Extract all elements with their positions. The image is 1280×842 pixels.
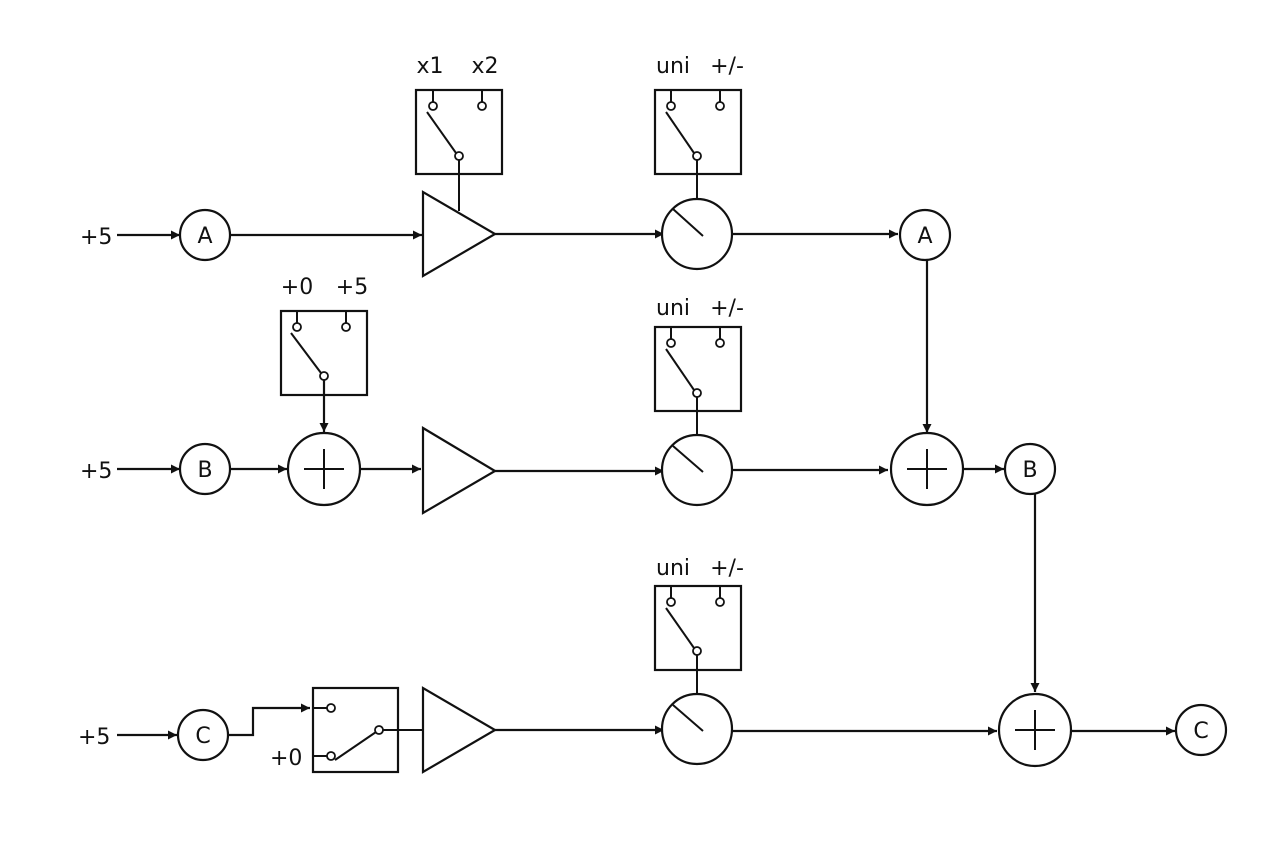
row-b-offset-left-label: +0 (281, 275, 313, 300)
row-b-polarity-left-label: uni (656, 296, 690, 321)
row-c-select-switch (311, 686, 423, 774)
row-c-node-out-label: C (1193, 719, 1208, 744)
row-b-offset-right-label: +5 (336, 275, 368, 300)
row-c-node-in: C (176, 708, 230, 762)
row-c-attenuator-knob (660, 692, 734, 766)
row-b-polarity-right-label: +/- (710, 296, 744, 321)
row-b-node-in: B (178, 442, 232, 496)
row-a-attenuator-knob (660, 197, 734, 271)
row-c-polarity-left-label: uni (656, 556, 690, 581)
row-c-node-in-label: C (195, 724, 210, 749)
row-a-node-in: A (178, 208, 232, 262)
row-a-input-label: +5 (80, 225, 112, 250)
row-b-input-label: +5 (80, 459, 112, 484)
row-a-node-out-label: A (917, 224, 932, 249)
row-c-polarity-right-label: +/- (710, 556, 744, 581)
row-a-node-out: A (898, 208, 952, 262)
row-b-attenuator-knob (660, 433, 734, 507)
row-c-node-out: C (1174, 703, 1228, 757)
row-b-polarity-switch (653, 325, 743, 436)
row-a-amplifier (421, 190, 498, 278)
row-a-gain-switch-left-label: x1 (416, 54, 443, 79)
row-c-select-label: +0 (270, 746, 302, 771)
row-c-mix-summing-junction (997, 692, 1073, 768)
row-a-gain-switch-right-label: x2 (471, 54, 498, 79)
row-b-amplifier (421, 426, 498, 515)
row-a-node-in-label: A (197, 224, 212, 249)
row-b-node-out: B (1003, 442, 1057, 496)
row-b-node-in-label: B (197, 458, 212, 483)
row-c-polarity-switch (653, 584, 743, 695)
row-b-mix-summing-junction (889, 431, 965, 507)
row-a-polarity-right-label: +/- (710, 54, 744, 79)
row-c-wire-to-select (228, 703, 310, 737)
row-b-node-out-label: B (1022, 458, 1037, 483)
row-c-input-label: +5 (78, 725, 110, 750)
row-a-gain-switch (414, 88, 504, 211)
row-a-polarity-left-label: uni (656, 54, 690, 79)
row-b-summing-junction (286, 431, 362, 507)
row-a-polarity-switch (653, 88, 743, 199)
row-c-amplifier (421, 686, 498, 774)
